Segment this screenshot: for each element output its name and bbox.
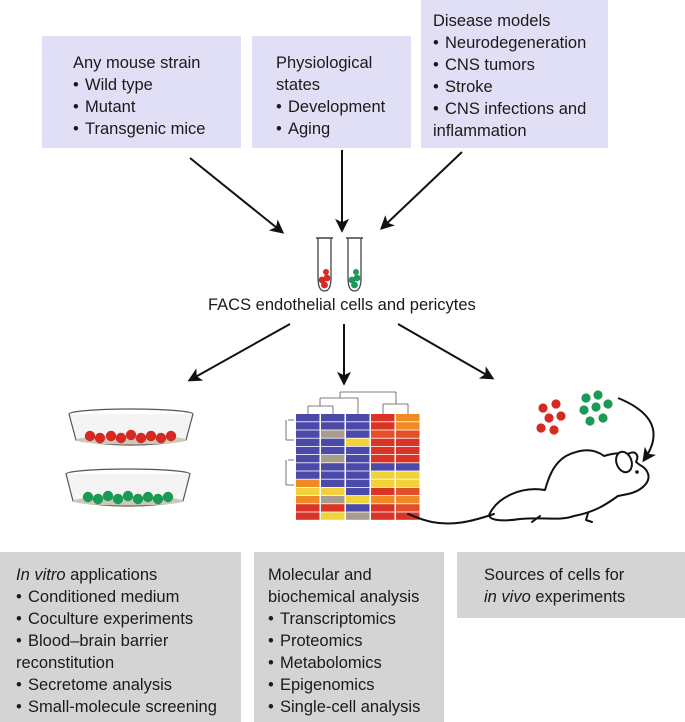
heatmap-icon (285, 391, 420, 520)
list-item: Proteomics (268, 630, 444, 652)
petri-dish-red-icon (68, 408, 194, 446)
list-item: Coculture experiments (16, 608, 241, 630)
list-item: Wild type (73, 74, 241, 96)
molecular-analysis-box: Molecular and biochemical analysis Trans… (254, 552, 444, 722)
arrow-right-in (379, 151, 463, 230)
molecular-title-1: Molecular and (268, 566, 372, 584)
arrow-to-mouse (397, 323, 495, 380)
mouse-strain-title: Any mouse strain (73, 54, 201, 72)
list-item: Single-cell analysis (268, 696, 444, 718)
curved-arrow (617, 397, 657, 463)
facs-tube-green-icon (346, 237, 363, 292)
list-item: Blood–brain barrier (16, 630, 241, 652)
list-item: CNS infections and (433, 98, 608, 120)
physiological-states-title-1: Physiological (276, 54, 373, 72)
list-item: Development (276, 96, 411, 118)
list-item-continuation: reconstitution (16, 654, 115, 672)
disease-models-title: Disease models (433, 12, 551, 30)
in-vitro-title: In vitro applications (16, 566, 158, 584)
mouse-icon (407, 449, 650, 525)
in-vivo-title-2: in vivo experiments (484, 588, 626, 606)
in-vivo-title-1: Sources of cells for (484, 566, 625, 584)
list-item-continuation: inflammation (433, 122, 527, 140)
list-item: Small-molecule screening (16, 696, 241, 718)
list-item: Aging (276, 118, 411, 140)
list-item: Metabolomics (268, 652, 444, 674)
facs-label: FACS endothelial cells and pericytes (208, 296, 476, 314)
arrow-to-dishes (187, 323, 291, 382)
list-item: Epigenomics (268, 674, 444, 696)
mouse-strain-box: Any mouse strain Wild type Mutant Transg… (42, 36, 241, 148)
arrow-left-in (189, 157, 285, 234)
red-cells-icon (536, 399, 566, 435)
physiological-states-title-2: states (276, 76, 321, 94)
list-item: Mutant (73, 96, 241, 118)
list-item: Secretome analysis (16, 674, 241, 696)
green-cells-icon (579, 390, 613, 426)
list-item: Transgenic mice (73, 118, 241, 140)
list-item: Transcriptomics (268, 608, 444, 630)
list-item: CNS tumors (433, 54, 608, 76)
list-item: Stroke (433, 76, 608, 98)
facs-tube-red-icon (316, 237, 333, 292)
physiological-states-box: Physiological states Development Aging (252, 36, 411, 148)
molecular-title-2: biochemical analysis (268, 588, 420, 606)
in-vitro-box: In vitro applications Conditioned medium… (0, 552, 241, 722)
petri-dish-green-icon (65, 468, 191, 507)
list-item: Neurodegeneration (433, 32, 608, 54)
disease-models-box: Disease models Neurodegeneration CNS tum… (421, 0, 608, 148)
list-item: Conditioned medium (16, 586, 241, 608)
in-vivo-box: Sources of cells for in vivo experiments (457, 552, 685, 618)
